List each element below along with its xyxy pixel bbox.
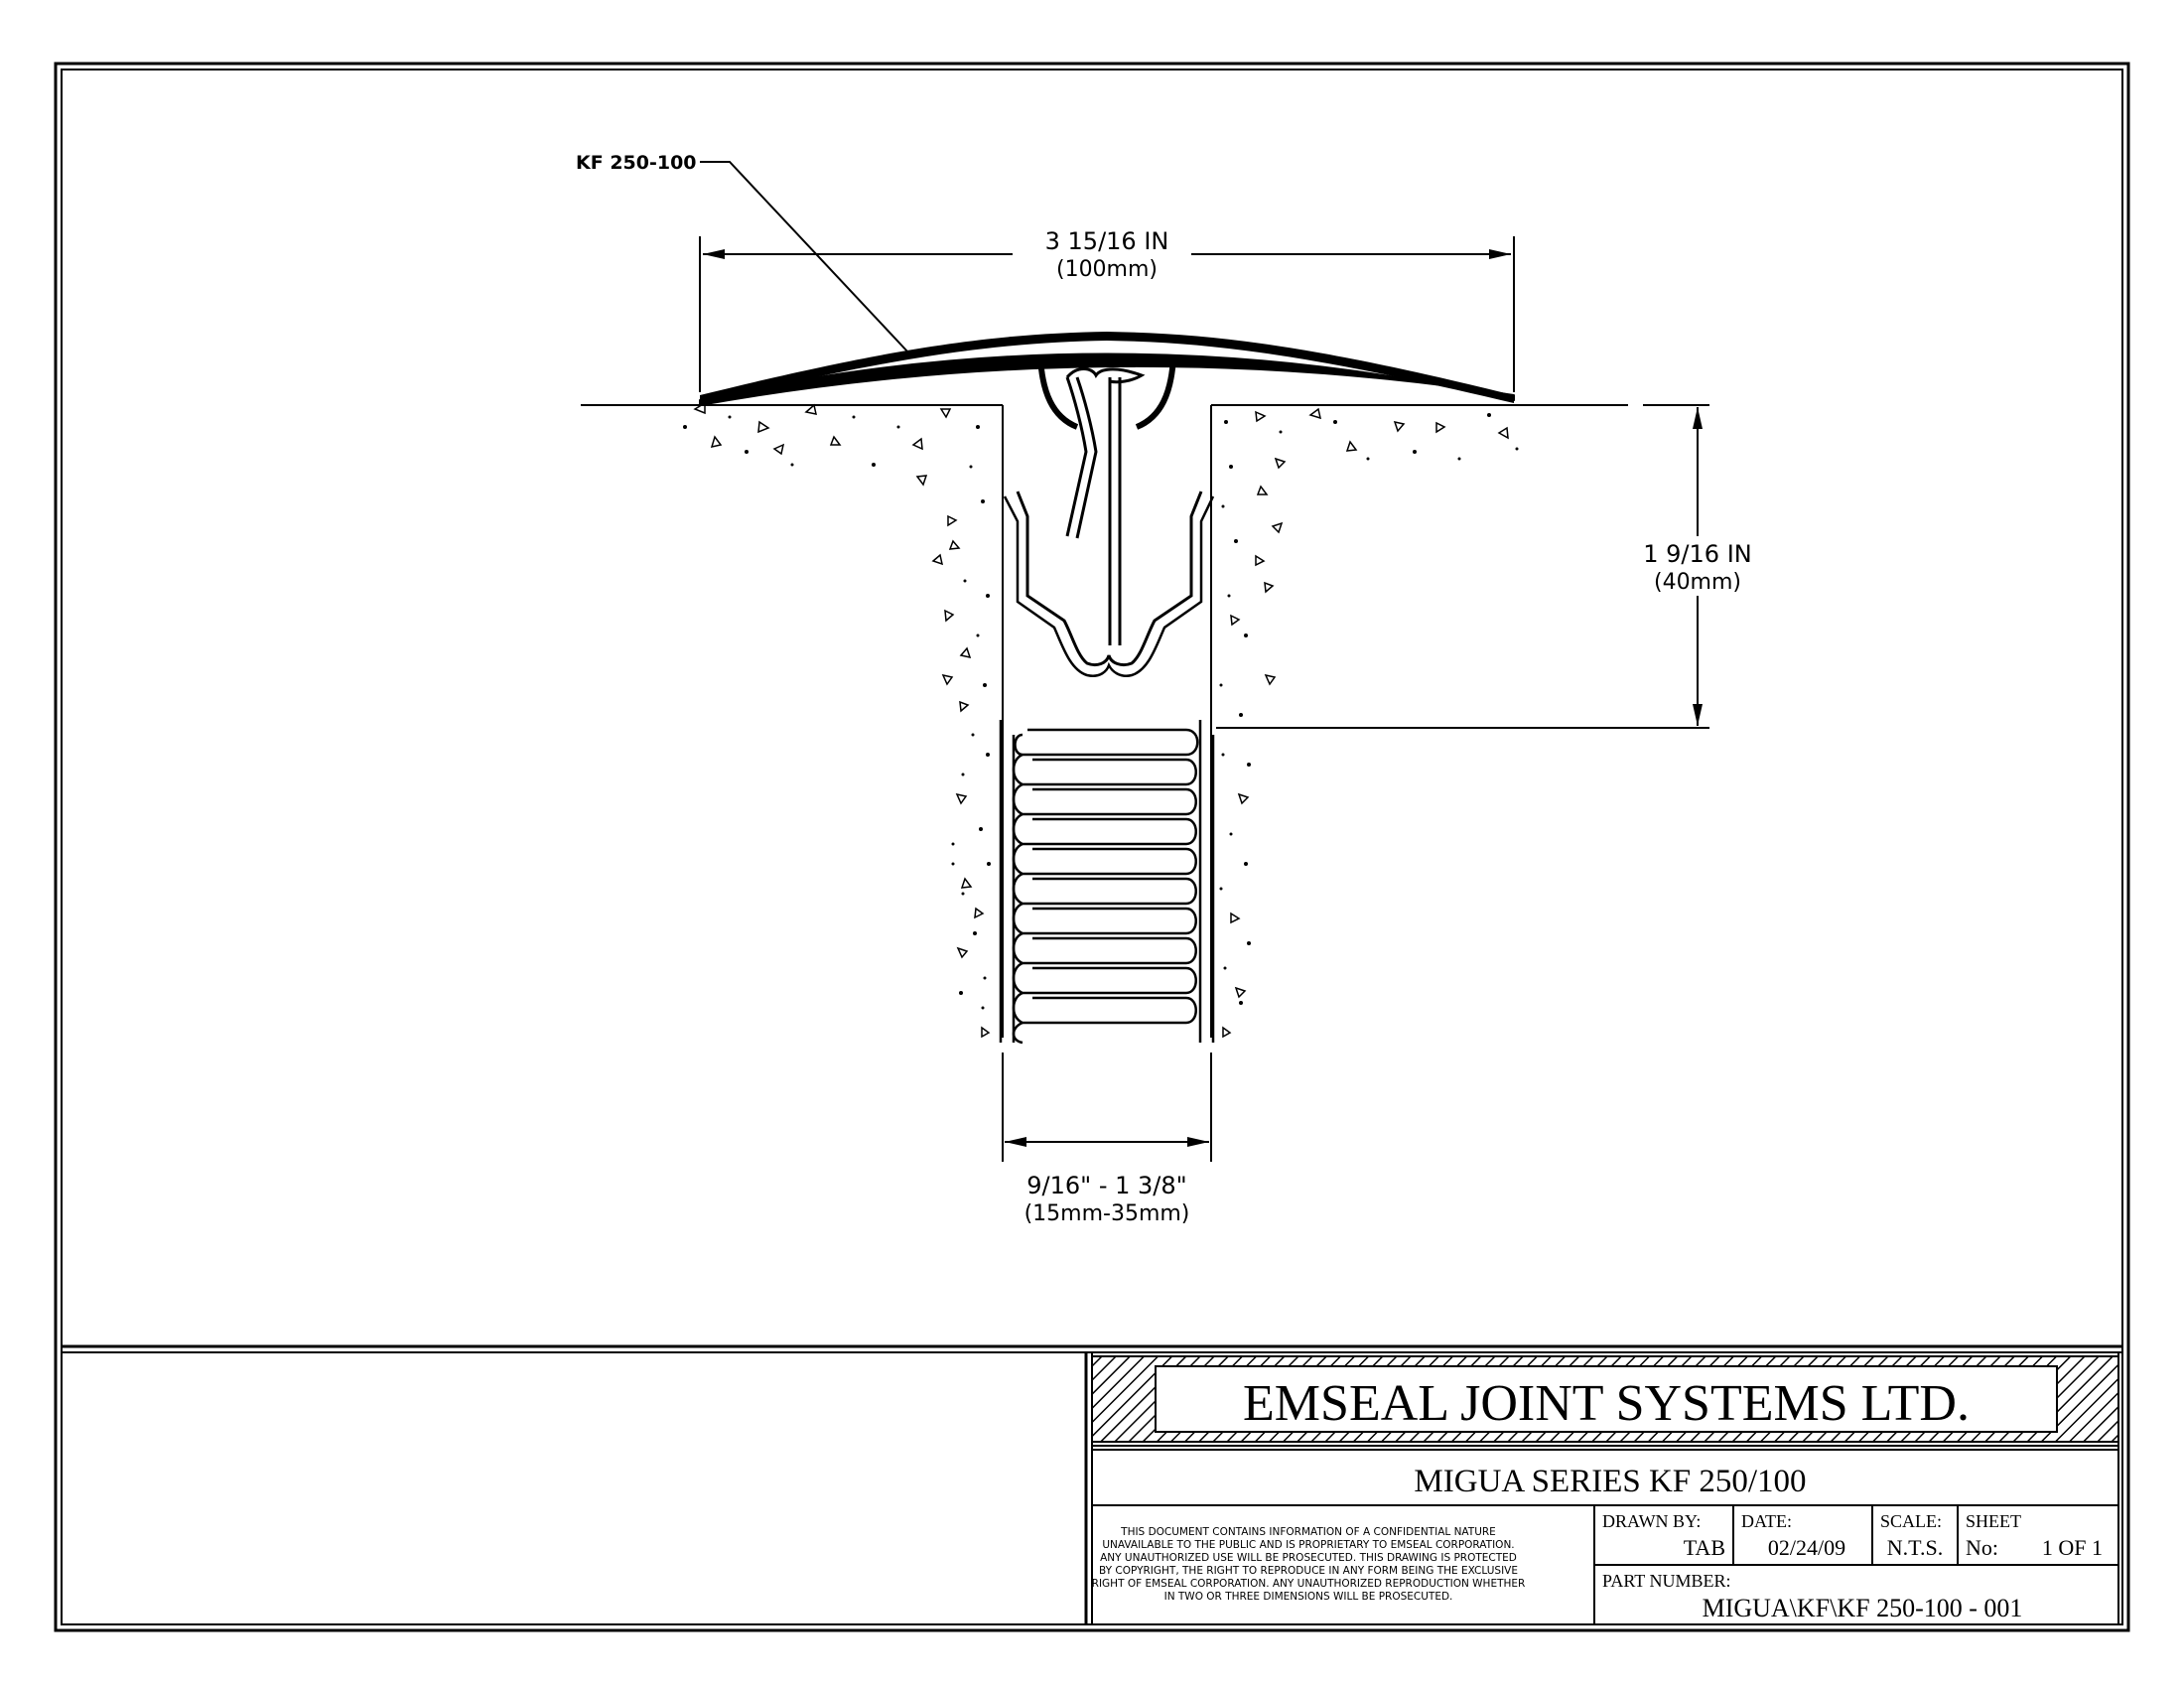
outer-border xyxy=(54,62,2130,1632)
width-dim-imperial: 3 15/16 IN xyxy=(1045,227,1169,255)
gap-dim-metric: (15mm-35mm) xyxy=(1024,1201,1190,1226)
width-dimension: 3 15/16 IN (100mm) xyxy=(699,227,1515,392)
date-label: DATE: xyxy=(1741,1511,1792,1531)
cover-plate-body xyxy=(700,332,1514,403)
depth-dim-metric: (40mm) xyxy=(1654,570,1741,595)
depth-dimension: 1 9/16 IN (40mm) xyxy=(1216,407,1752,729)
callout-label: KF 250-100 xyxy=(576,152,697,174)
notice-line: RIGHT OF EMSEAL CORPORATION. ANY UNAUTHO… xyxy=(1092,1578,1526,1590)
concrete-aggregate-left xyxy=(693,401,991,1039)
company-name: EMSEAL JOINT SYSTEMS LTD. xyxy=(1243,1375,1970,1432)
notice-line: BY COPYRIGHT, THE RIGHT TO REPRODUCE IN … xyxy=(1099,1565,1518,1577)
drawn-by-value: TAB xyxy=(1684,1535,1725,1560)
anchor-head xyxy=(1065,367,1146,384)
notice-line: UNAVAILABLE TO THE PUBLIC AND IS PROPRIE… xyxy=(1102,1539,1514,1551)
scale-value: N.T.S. xyxy=(1887,1535,1943,1560)
concrete-aggregate-right xyxy=(1222,407,1509,1039)
part-number-label: PART NUMBER: xyxy=(1602,1571,1730,1591)
callout-leader xyxy=(700,161,909,353)
part-number-value: MIGUA\KF\KF 250-100 - 001 xyxy=(1703,1594,2023,1622)
anchor-stem-left-2 xyxy=(1075,376,1098,539)
concrete-dots-left xyxy=(683,415,991,1010)
anchor-body xyxy=(1016,491,1203,667)
title-block: EMSEAL JOINT SYSTEMS LTD. MIGUA SERIES K… xyxy=(61,1344,2122,1625)
sheet-no-value: 1 OF 1 xyxy=(2042,1535,2103,1560)
cover-plate xyxy=(699,352,1515,406)
sheet-label: SHEET xyxy=(1966,1511,2021,1531)
section-drawing: KF 250-100 3 15/16 IN (100mm) 1 9/16 IN … xyxy=(576,152,1752,1226)
date-value: 02/24/09 xyxy=(1768,1535,1845,1560)
anchor-stem-right xyxy=(1108,377,1122,645)
anchor-body-inner xyxy=(1003,495,1215,677)
width-dim-metric: (100mm) xyxy=(1056,257,1158,282)
notice-line: ANY UNAUTHORIZED USE WILL BE PROSECUTED.… xyxy=(1100,1552,1517,1564)
concrete-dots-right xyxy=(1219,413,1519,1005)
gap-dim-imperial: 9/16" - 1 3/8" xyxy=(1026,1172,1186,1199)
depth-dim-imperial: 1 9/16 IN xyxy=(1643,540,1751,568)
gap-dimension: 9/16" - 1 3/8" (15mm-35mm) xyxy=(1002,1053,1212,1226)
notice-line: IN TWO OR THREE DIMENSIONS WILL BE PROSE… xyxy=(1164,1591,1453,1603)
notice-line: THIS DOCUMENT CONTAINS INFORMATION OF A … xyxy=(1120,1526,1496,1538)
sheet-no-label: No: xyxy=(1966,1535,1998,1560)
compression-seal xyxy=(999,720,1215,1045)
anchor-carrier xyxy=(1037,356,1176,430)
product-name: MIGUA SERIES KF 250/100 xyxy=(1414,1464,1806,1499)
scale-label: SCALE: xyxy=(1880,1511,1942,1531)
notes-box xyxy=(61,1351,1087,1625)
drawn-by-label: DRAWN BY: xyxy=(1602,1511,1701,1531)
company-banner xyxy=(1155,1365,2058,1433)
anchor-stem-left xyxy=(1065,376,1088,537)
confidential-notice: THIS DOCUMENT CONTAINS INFORMATION OF A … xyxy=(1092,1526,1526,1603)
